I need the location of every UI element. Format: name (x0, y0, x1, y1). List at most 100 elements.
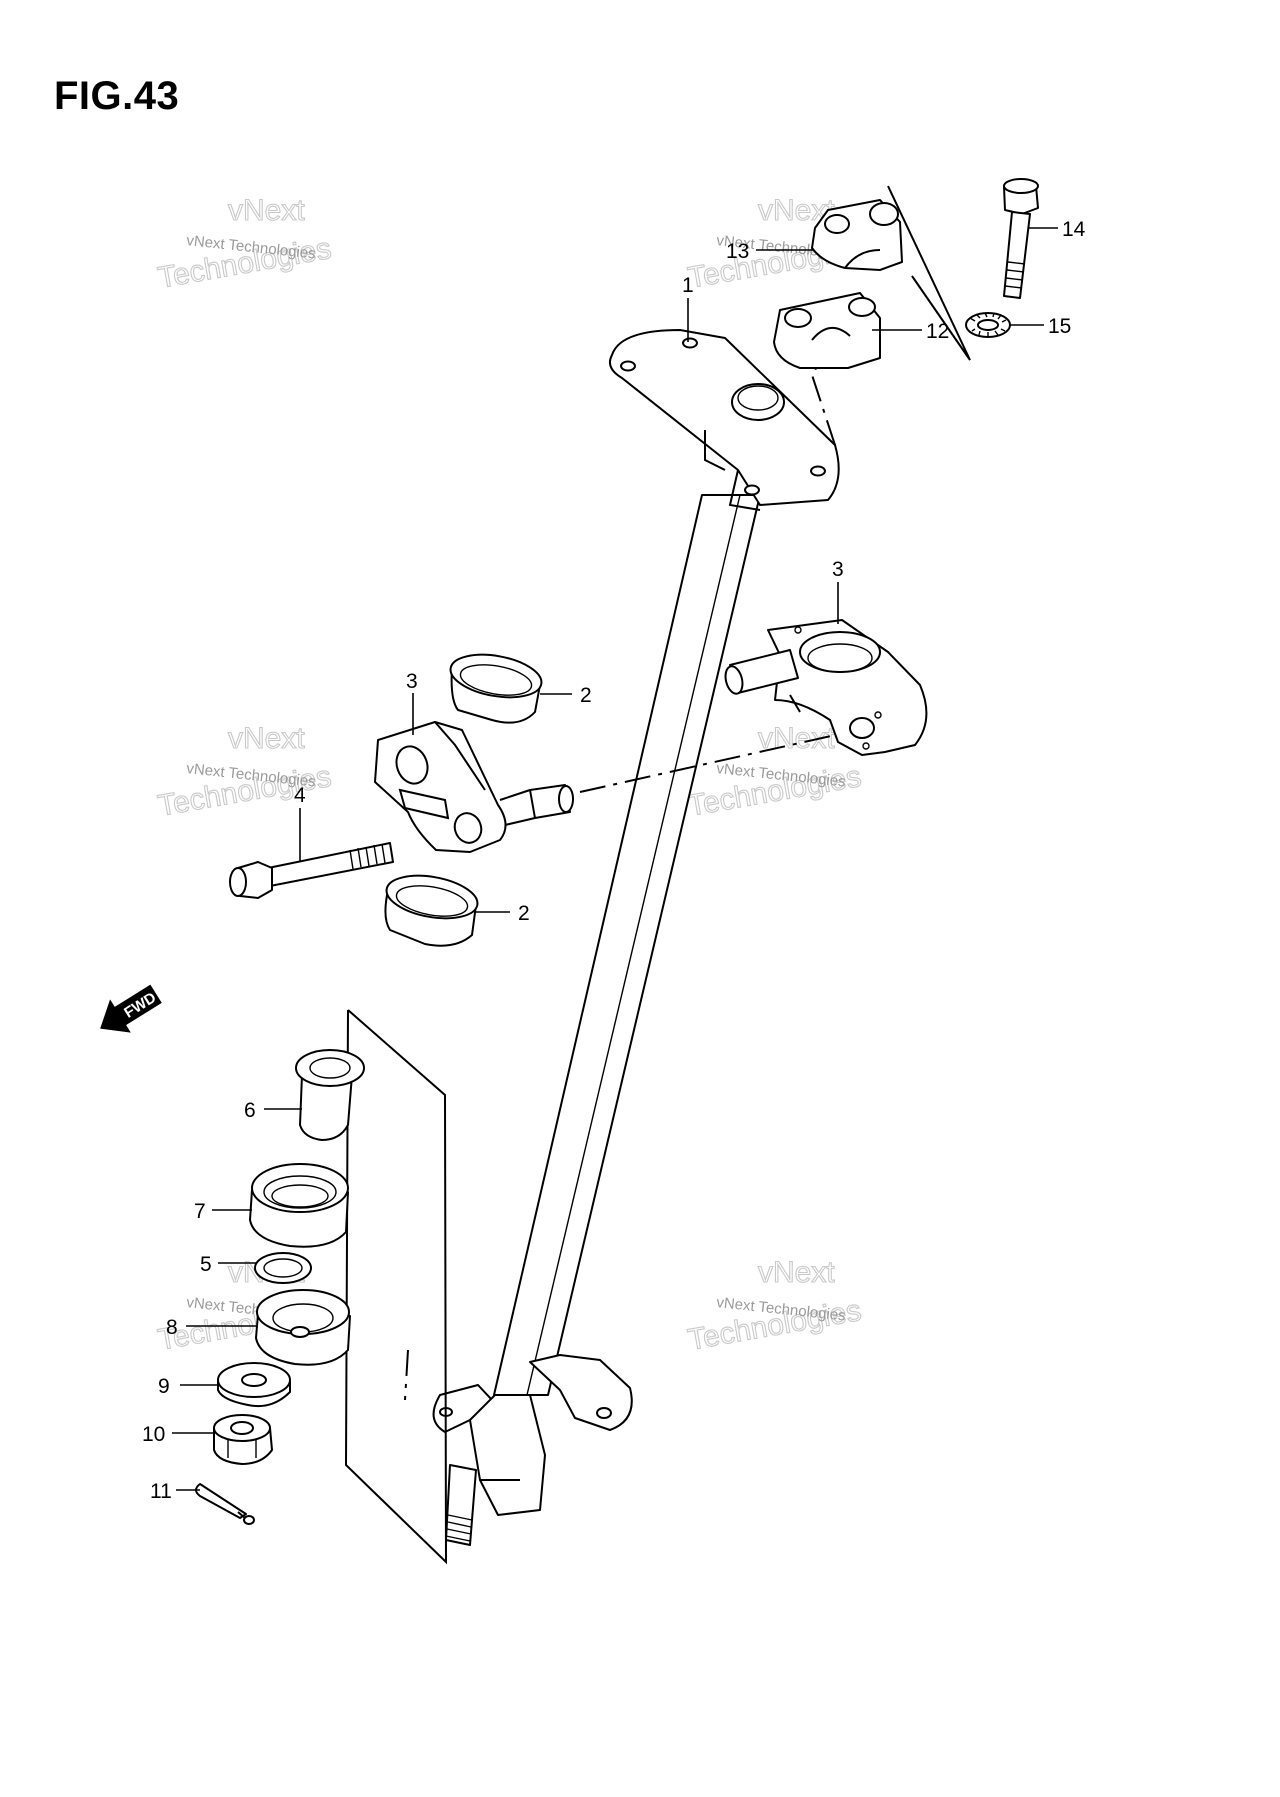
shaft-tube (493, 494, 761, 1396)
bushing-6 (295, 1049, 365, 1141)
bolt-14-shank (1003, 211, 1031, 299)
seal-7-rim (251, 1163, 349, 1213)
clamp-12-hole (848, 297, 876, 317)
o-ring-5-outer (254, 1252, 312, 1284)
holder-right-dot (874, 711, 882, 719)
callout-6: 6 (244, 1099, 256, 1122)
callout-4: 4 (294, 784, 306, 807)
clamp-12-saddle (811, 327, 851, 341)
cotter-pin-11 (195, 1483, 255, 1525)
washer-9-hole (241, 1373, 267, 1387)
watermark-6: vNext Technologies vNext Technologies (685, 1255, 864, 1357)
bearing-8 (255, 1289, 351, 1366)
plate-neck (704, 430, 726, 471)
watermark-1: vNext Technologies vNext Technologies (155, 193, 334, 295)
callout-14: 14 (1062, 218, 1086, 241)
handlebar-clamp-lower-12 (773, 292, 881, 369)
fwd-arrow-icon: FWD (100, 984, 162, 1033)
callout-5: 5 (200, 1253, 212, 1276)
washer-15-inner (977, 319, 999, 331)
bolt-14 (1003, 178, 1039, 299)
plate-edge (728, 469, 761, 511)
plate-boss-top (737, 385, 779, 411)
holder-left-seam (434, 721, 486, 791)
cotter-pin-body (195, 1483, 247, 1519)
nut-10-flats (227, 1440, 257, 1458)
o-ring-5 (254, 1252, 312, 1284)
cotter-pin-end (243, 1515, 255, 1525)
steering-shaft (432, 329, 840, 1546)
holder-right-pin-end (724, 665, 744, 695)
handlebar-plate (609, 329, 840, 506)
callout-2: 2 (518, 902, 530, 925)
holder-left-body (374, 721, 507, 853)
seal-7-inner (263, 1175, 337, 1209)
washer-15 (965, 312, 1011, 338)
bushing-upper-inner (459, 664, 533, 696)
bracket-upper (887, 185, 971, 361)
callout-numbers: 1 2 2 3 3 4 5 6 7 8 9 10 11 12 13 14 15 (142, 218, 1086, 1503)
bolt-4-thread (349, 843, 386, 870)
o-ring-5-inner (263, 1258, 303, 1278)
callout-10: 10 (142, 1423, 165, 1446)
shaft-holder-left (374, 721, 574, 853)
holder-right-hole (849, 717, 875, 739)
holder-right-dot (794, 626, 802, 634)
holder-right-edge (789, 694, 801, 713)
clamp-13-saddle (844, 249, 881, 269)
callout-11: 11 (150, 1480, 172, 1503)
plate-hole (810, 465, 826, 477)
bolt-14-head-top (1003, 178, 1039, 194)
castle-nut-10 (213, 1414, 273, 1465)
bushing-6-body (299, 1074, 353, 1141)
leader-lines (172, 227, 1058, 1491)
figure-title: FIG.43 (54, 74, 180, 118)
callout-3: 3 (832, 558, 844, 581)
bolt-14-thread (1004, 261, 1026, 289)
shaft-bottom-yoke (469, 1394, 546, 1516)
plate-hole (744, 484, 760, 496)
clamp-13-hole (869, 202, 899, 226)
watermark-big-1: vNext (228, 722, 305, 755)
holder-left-hole (395, 745, 429, 785)
callout-13: 13 (726, 240, 749, 263)
holder-left-pin-end (558, 785, 574, 813)
plate-boss (731, 383, 785, 421)
watermark-3: vNext Technologies vNext Technologies (155, 721, 334, 823)
bracket-lower (344, 1009, 448, 1565)
plate-hole (682, 337, 698, 349)
plate-hole (620, 360, 636, 372)
bushing-lower-inner (395, 885, 469, 917)
alignment-line-holder (579, 729, 859, 793)
washer-15-teeth (969, 312, 1007, 337)
watermark-big-1: vNext (228, 194, 305, 227)
bushing-upper (449, 653, 543, 724)
holder-left-pin-join (499, 789, 536, 826)
callout-2: 2 (580, 684, 592, 707)
alignment-line-shaft-bottom (404, 1349, 409, 1401)
callout-8: 8 (166, 1316, 178, 1339)
bearing-8-hole (290, 1326, 310, 1338)
stub-thread (445, 1514, 473, 1542)
bolt-4 (229, 842, 394, 899)
holder-right-bore-inner (807, 643, 873, 673)
bushing-6-bore (309, 1057, 351, 1079)
callout-9: 9 (158, 1375, 170, 1398)
holder-left-slot (398, 788, 450, 820)
shaft-holder-right (724, 619, 928, 756)
holder-left-hole (453, 812, 483, 844)
shaft-stub (445, 1464, 477, 1546)
pitman-hole (596, 1407, 612, 1419)
handlebar-clamp-upper-13 (811, 199, 903, 271)
callout-3: 3 (406, 670, 418, 693)
clamp-12-hole (784, 308, 812, 328)
bolt-4-head-face (229, 867, 247, 897)
seal-7-inner-ring (271, 1184, 329, 1208)
holder-right-dot (862, 742, 870, 750)
clamp-13-hole (824, 214, 850, 234)
callout-15: 15 (1048, 315, 1071, 338)
nut-10-hole (230, 1421, 254, 1435)
callout-1: 1 (682, 274, 694, 297)
